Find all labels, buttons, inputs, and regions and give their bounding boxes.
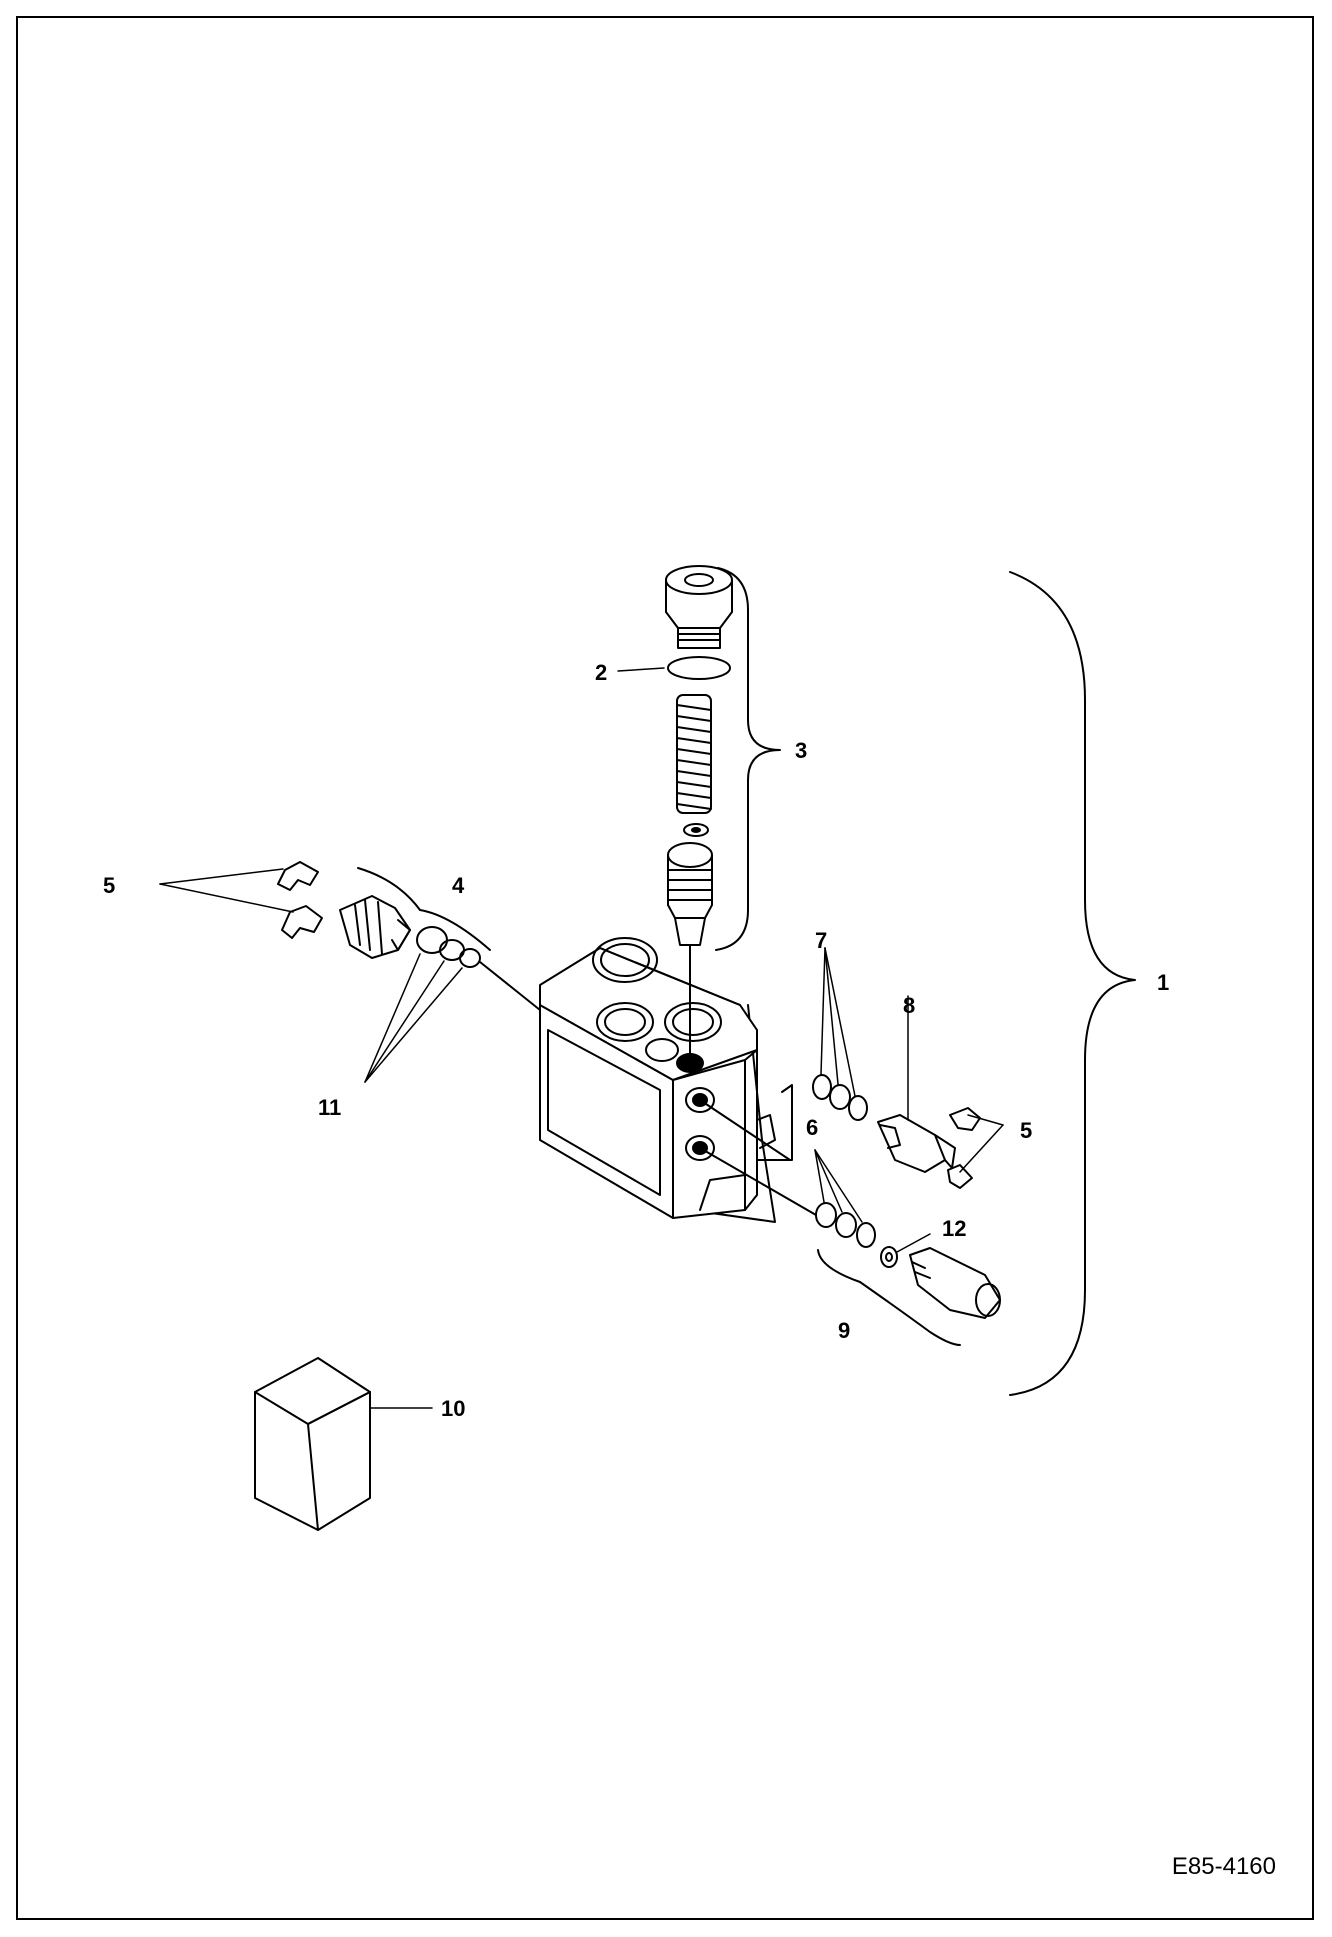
leader-lines [159,667,1004,1409]
callouts: 2 3 5 4 7 1 8 11 6 5 12 9 10 [103,660,1169,1421]
relief-spring [676,694,712,814]
callout-7: 7 [815,928,827,953]
right-lower-o-rings [815,1202,876,1248]
callout-3: 3 [795,738,807,763]
right-upper-o-rings [812,1074,868,1121]
washer-12 [880,1246,898,1268]
relief-cap [665,565,733,649]
callout-6: 6 [806,1115,818,1140]
left-axis-line [479,961,541,1011]
callout-9: 9 [838,1318,850,1343]
callout-2: 2 [595,660,607,685]
callout-4: 4 [452,873,465,898]
drawing-frame [16,16,1314,1920]
left-cartridge [339,895,411,959]
right-upper-line [756,1084,793,1161]
right-axis-line-b [699,1147,817,1216]
callout-1: 1 [1157,970,1169,995]
callout-11: 11 [318,1095,341,1120]
sensor-8 [877,1114,956,1173]
o-ring-2 [667,656,731,680]
callout-5-right: 5 [1020,1118,1032,1143]
plug-9 [909,1247,1001,1319]
right-axis-line-a [699,1099,791,1161]
right-clips [947,1107,981,1189]
valve-body [539,947,776,1223]
brackets [357,567,1136,1396]
kit-box [254,1357,371,1531]
callout-8: 8 [903,993,915,1018]
relief-poppet [667,842,713,946]
drawing-id: E85-4160 [1171,1853,1276,1880]
callout-12: 12 [942,1216,966,1241]
relief-shim [683,823,709,837]
left-o-rings [416,926,481,968]
left-clips [277,861,323,939]
callout-5-left: 5 [103,873,115,898]
callout-10: 10 [441,1396,465,1421]
